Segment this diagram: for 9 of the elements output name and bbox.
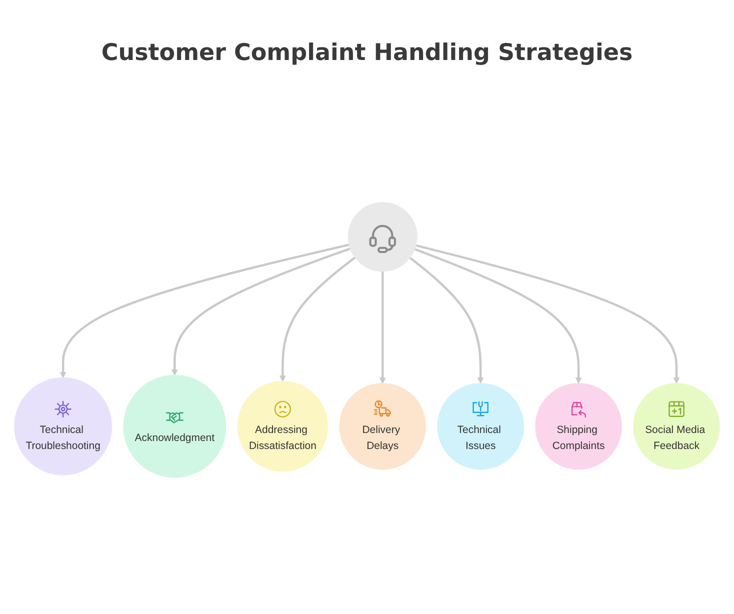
node-circle: Technical Troubleshooting bbox=[14, 377, 112, 476]
node-circle bbox=[348, 202, 418, 272]
title: Customer Complaint Handling Strategies bbox=[101, 40, 633, 66]
node-circle: Social Media Feedback bbox=[633, 383, 720, 470]
node-circle: Addressing Dissatisfaction bbox=[237, 381, 328, 472]
node-circle: Technical Issues bbox=[437, 383, 524, 470]
node-circle: Shipping Complaints bbox=[535, 383, 622, 470]
node-circle: Acknowledgment bbox=[123, 374, 226, 478]
node-circle: Delivery Delays bbox=[339, 383, 426, 470]
